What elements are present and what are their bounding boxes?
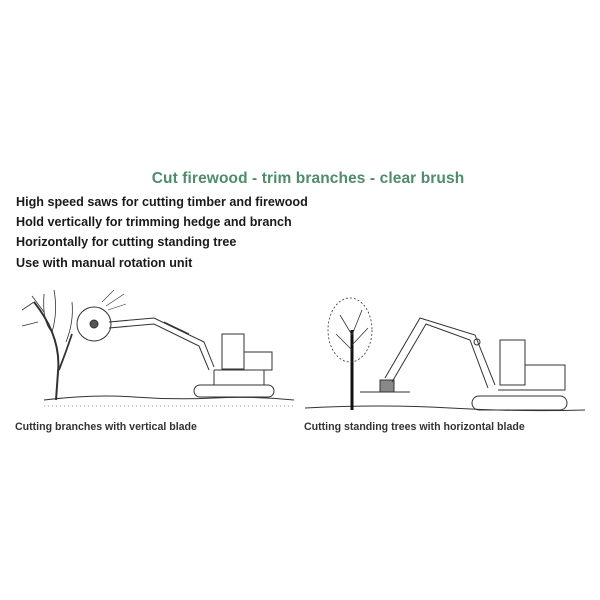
- figure-vertical-blade: [14, 282, 299, 412]
- excavator-horizontal-blade-illustration: [304, 297, 586, 412]
- figure-caption: Cutting standing trees with horizontal b…: [304, 421, 525, 433]
- page-heading: Cut firewood - trim branches - clear bru…: [151, 170, 465, 187]
- figure-caption: Cutting branches with vertical blade: [15, 421, 197, 433]
- feature-item: Use with manual rotation unit: [16, 256, 193, 270]
- figure-horizontal-blade: [300, 290, 590, 415]
- feature-item: High speed saws for cutting timber and f…: [16, 195, 308, 209]
- excavator-vertical-blade-illustration: [21, 289, 295, 407]
- feature-list: High speed saws for cutting timber and f…: [16, 192, 308, 273]
- feature-item: Hold vertically for trimming hedge and b…: [16, 215, 292, 229]
- feature-item: Horizontally for cutting standing tree: [16, 235, 237, 249]
